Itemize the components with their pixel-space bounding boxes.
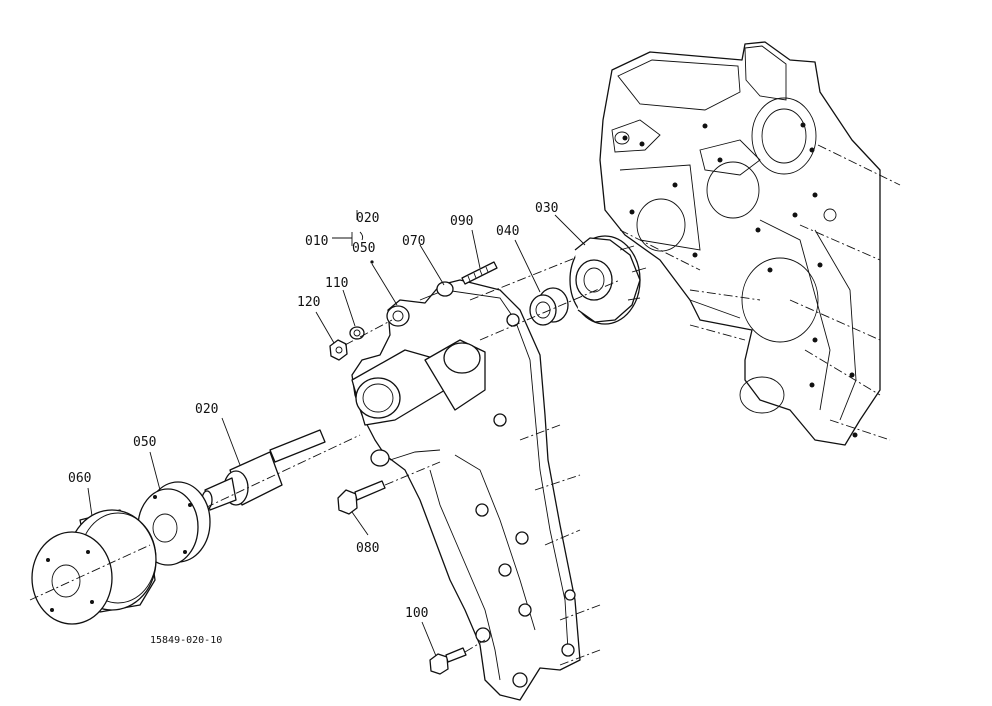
callout-120: 120 <box>297 295 320 310</box>
engine-block <box>599 41 901 446</box>
callout-070: 070 <box>402 234 425 249</box>
bolt-080 <box>337 461 441 515</box>
callout-060: 060 <box>68 471 91 486</box>
washer-and-nut <box>329 319 393 361</box>
callout-020: 020 <box>195 402 218 417</box>
leader-lines <box>87 210 586 657</box>
stud-bolt <box>461 261 498 285</box>
callout-040: 040 <box>496 224 519 239</box>
shaft-bearing <box>189 429 361 516</box>
callout-110: 110 <box>325 276 348 291</box>
callout-100: 100 <box>405 606 428 621</box>
callout-050: 050 <box>133 435 156 450</box>
callout-080: 080 <box>356 541 379 556</box>
callout-030: 030 <box>535 201 558 216</box>
callout-010: 010 <box>305 234 328 249</box>
callout-050-group: 050 <box>352 241 375 256</box>
bolt-100 <box>429 639 486 675</box>
callout-labels: 010 020 050 070 090 040 030 110 120 020 … <box>68 201 558 646</box>
water-pump-body <box>351 247 601 701</box>
impeller <box>569 235 647 325</box>
callout-090: 090 <box>450 214 473 229</box>
fan-pulley <box>29 509 157 625</box>
drawing-number: 15849-020-10 <box>150 635 222 646</box>
mechanical-seal <box>479 279 621 341</box>
callout-020-group: 020 <box>356 211 379 226</box>
